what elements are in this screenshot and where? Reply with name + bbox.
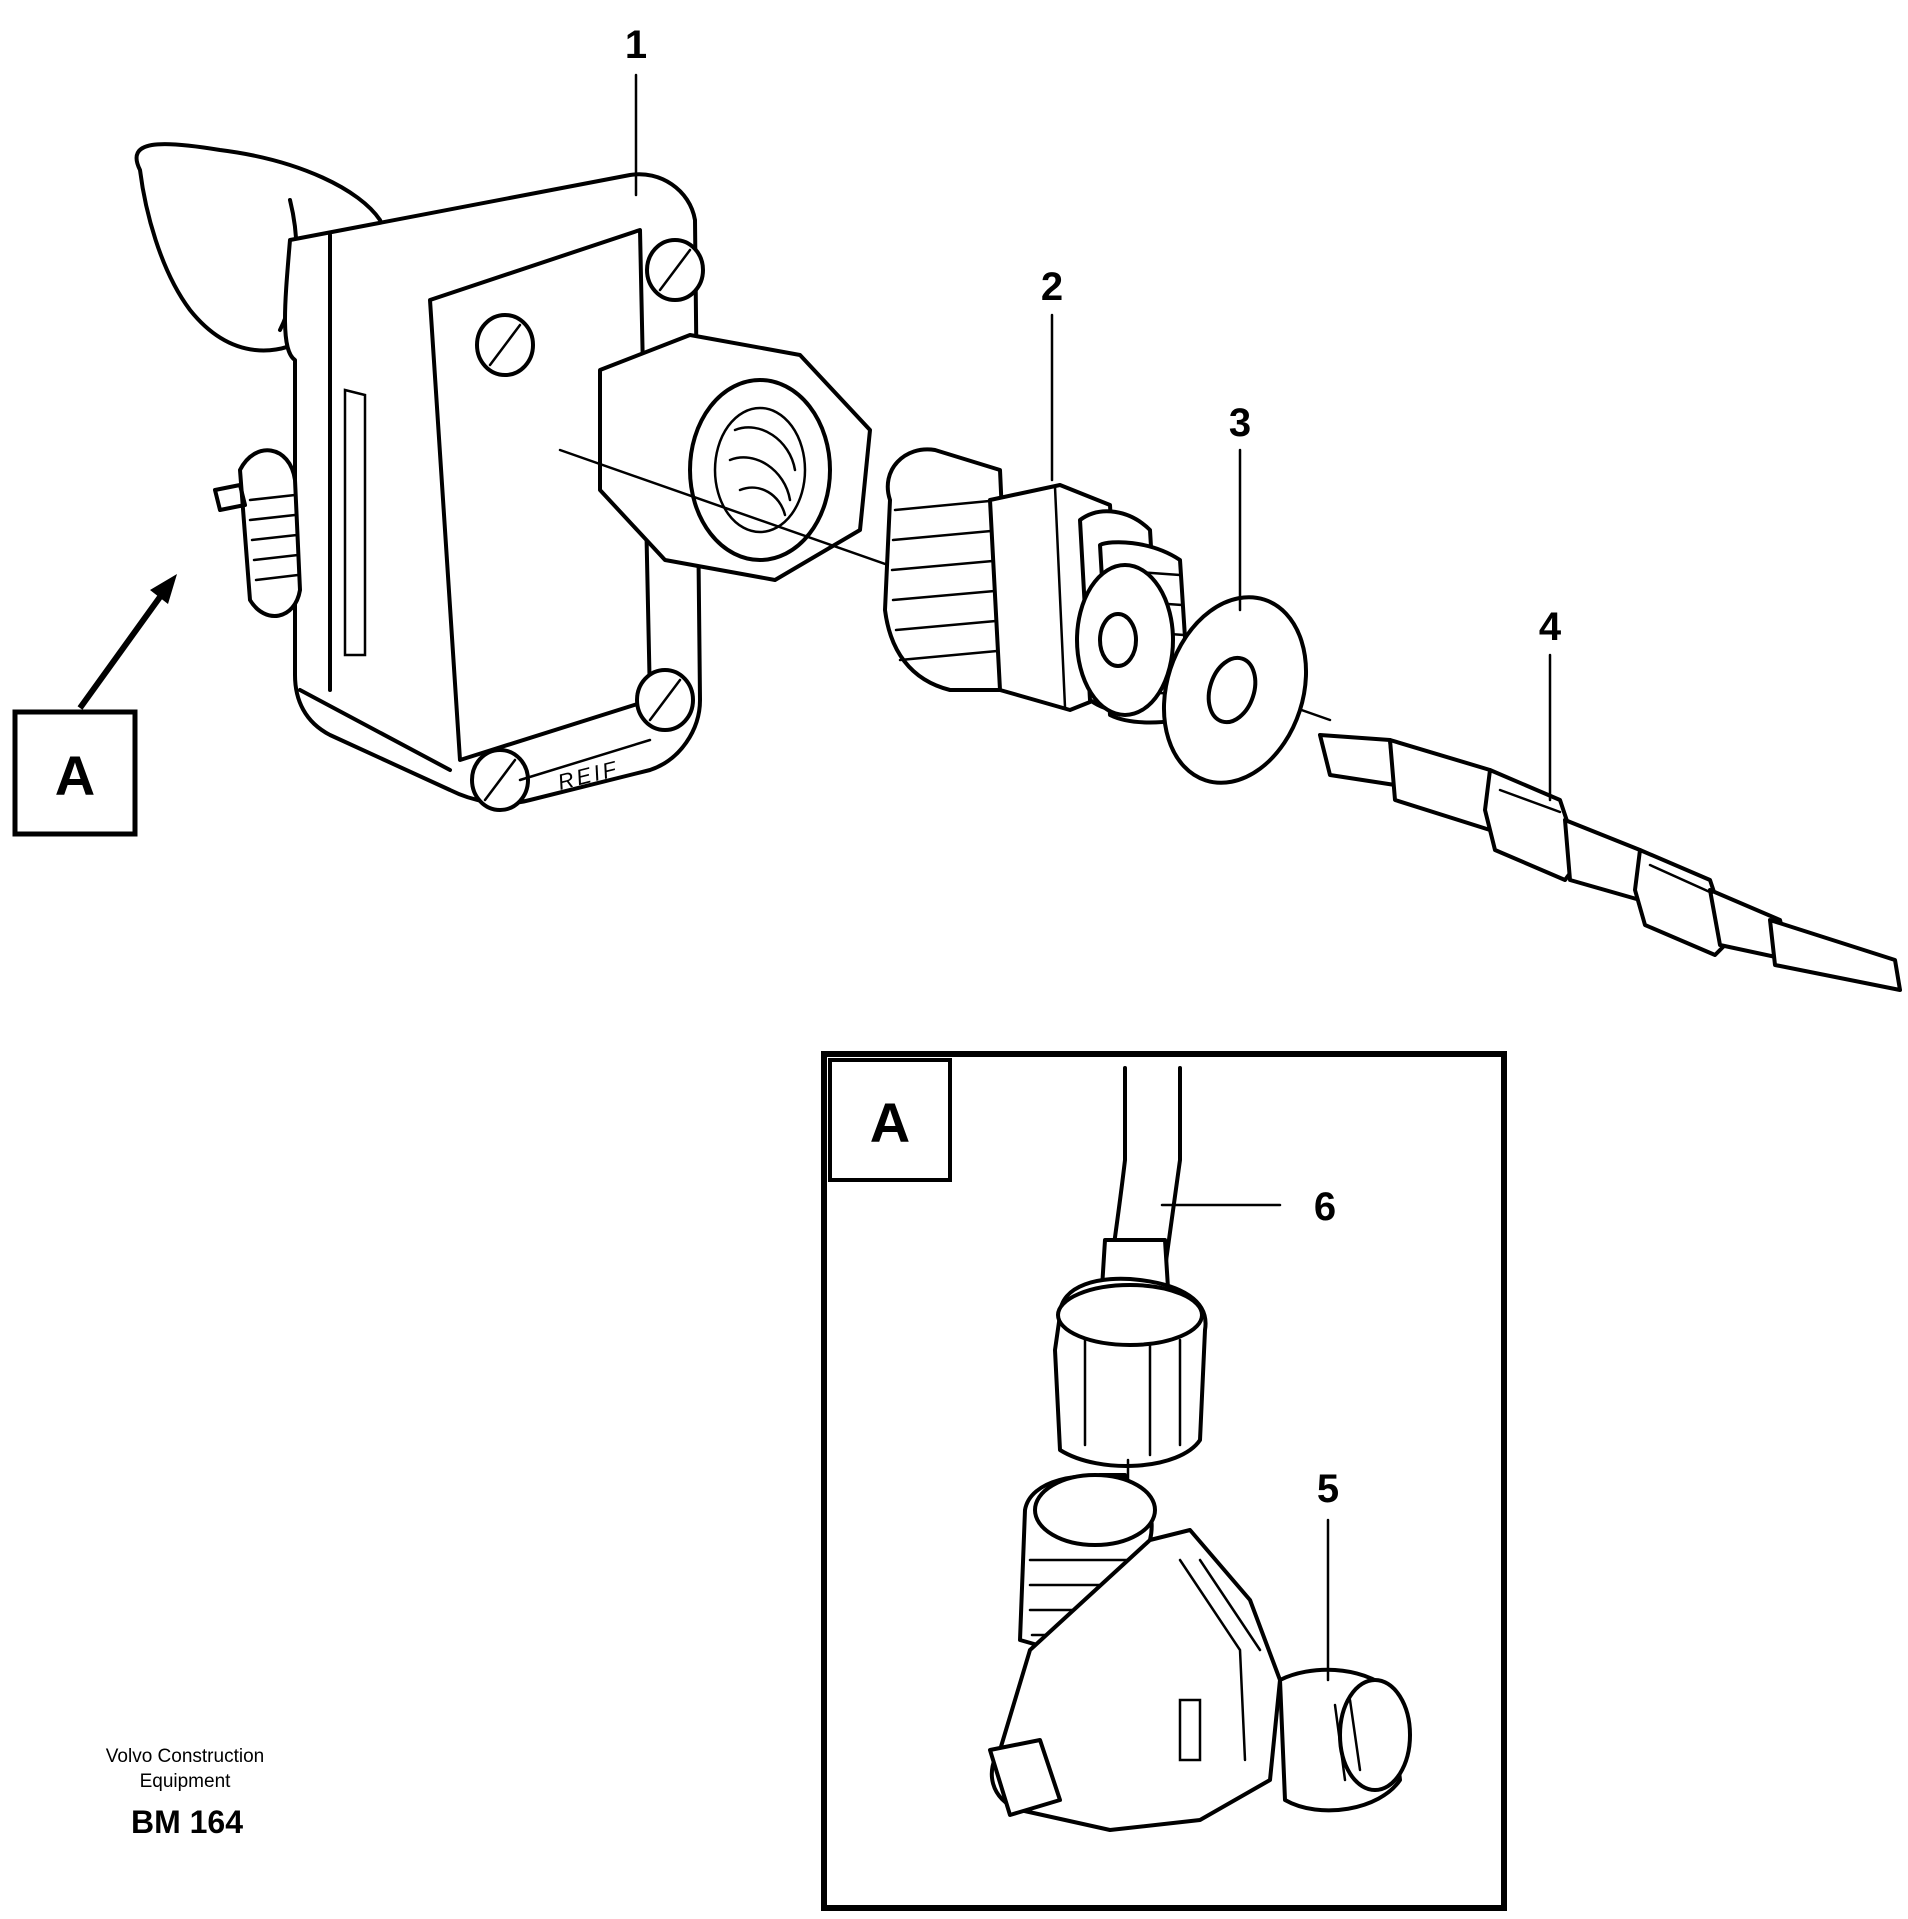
part-2-adapter bbox=[883, 447, 1192, 725]
callout-5: 5 bbox=[1317, 1467, 1339, 1511]
callout-1: 1 bbox=[625, 23, 647, 67]
footer: Volvo Construction Equipment BM 164 bbox=[106, 1746, 264, 1840]
footer-drawing-code: BM 164 bbox=[131, 1804, 243, 1840]
part-4-shaft bbox=[1318, 733, 1902, 992]
detail-label-letter: A bbox=[870, 1091, 910, 1154]
part-6-cable bbox=[1053, 1066, 1208, 1482]
callout-2: 2 bbox=[1041, 265, 1063, 309]
view-label-box: A bbox=[12, 709, 138, 837]
detail-leader-lines bbox=[1160, 1203, 1330, 1682]
callout-4: 4 bbox=[1539, 605, 1562, 649]
view-label-letter: A bbox=[55, 744, 95, 807]
callout-3: 3 bbox=[1229, 401, 1251, 445]
view-arrow bbox=[77, 574, 177, 710]
footer-company-line1: Volvo Construction bbox=[106, 1746, 264, 1767]
leader-lines bbox=[634, 73, 1552, 802]
part-3-washer bbox=[1161, 595, 1309, 785]
callout-6: 6 bbox=[1314, 1185, 1336, 1229]
part-1-housing: REIF bbox=[134, 142, 1332, 812]
screw-heads bbox=[470, 238, 705, 812]
footer-company-line2: Equipment bbox=[140, 1771, 232, 1792]
part-5-sender bbox=[988, 1473, 1412, 1832]
